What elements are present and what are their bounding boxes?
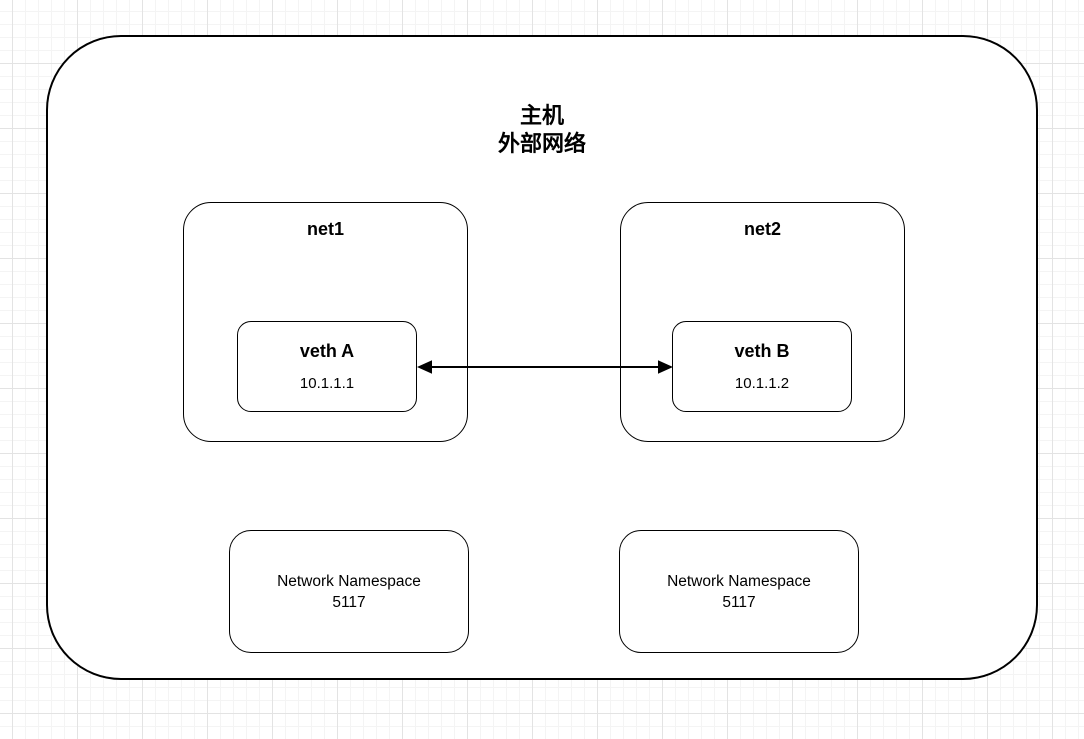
- veth-b-box: veth B 10.1.1.2: [672, 321, 852, 412]
- veth-a-box: veth A 10.1.1.1: [237, 321, 417, 412]
- net1-label: net1: [306, 219, 344, 239]
- veth-b-name: veth B: [734, 341, 790, 361]
- network-namespace-right-line1: Network Namespace: [667, 572, 811, 590]
- host-title-line2: 外部网络: [497, 131, 586, 156]
- arrowhead-right-icon: [658, 360, 673, 374]
- arrowhead-left-icon: [417, 360, 432, 374]
- host-title-line1: 主机: [519, 103, 564, 128]
- network-namespace-right-line2: 5117: [722, 593, 756, 611]
- net2-label: net2: [743, 219, 781, 239]
- network-namespace-left-line1: Network Namespace: [277, 572, 421, 590]
- veth-pair-arrow-icon: [417, 360, 673, 374]
- veth-a-name: veth A: [299, 341, 355, 361]
- network-namespace-left-box: Network Namespace 5117: [229, 530, 469, 653]
- network-namespace-left-line2: 5117: [332, 593, 366, 611]
- veth-b-ip: 10.1.1.2: [734, 375, 790, 392]
- network-namespace-right-box: Network Namespace 5117: [619, 530, 859, 653]
- host-title: 主机 外部网络: [46, 102, 1038, 158]
- veth-a-ip: 10.1.1.1: [299, 375, 355, 392]
